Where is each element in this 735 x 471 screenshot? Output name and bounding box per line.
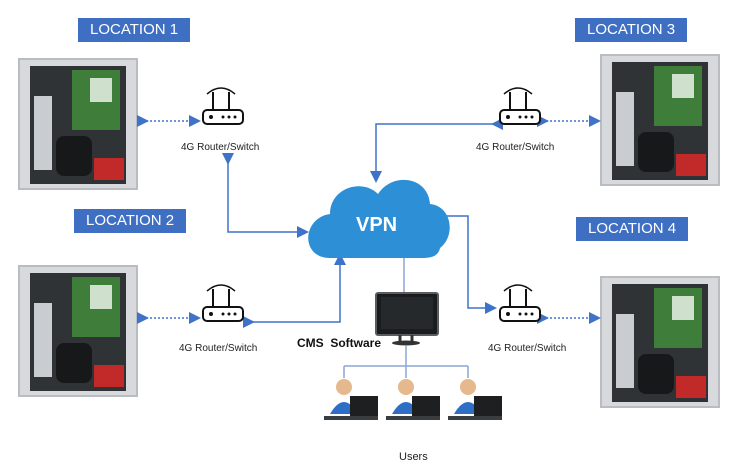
users-connection-tree — [343, 345, 469, 378]
users-label: Users — [399, 451, 428, 463]
router-icon-3 — [499, 87, 541, 125]
control-panel-location-2 — [18, 265, 138, 397]
cms-software-label: CMS Software — [297, 336, 382, 350]
vpn-label: VPN — [356, 214, 398, 236]
control-panel-location-1 — [18, 58, 138, 190]
link-router-4-vpn — [435, 210, 497, 314]
user-workstation-icon-1 — [324, 379, 378, 420]
link-router-1-vpn — [222, 153, 309, 238]
router-icon-4 — [499, 284, 541, 322]
link-router-3-vpn — [370, 118, 503, 183]
router-icon-1 — [202, 87, 244, 125]
location-3-label: LOCATION 3 — [575, 18, 688, 42]
location-2-label: LOCATION 2 — [74, 209, 187, 233]
router-2-label: 4G Router/Switch — [179, 343, 258, 354]
location-4-label: LOCATION 4 — [576, 217, 689, 241]
location-1-label: LOCATION 1 — [78, 18, 191, 42]
vpn-cloud-icon — [308, 179, 450, 258]
user-workstation-icon-3 — [448, 379, 502, 420]
router-1-label: 4G Router/Switch — [181, 142, 260, 153]
router-3-label: 4G Router/Switch — [476, 142, 555, 153]
router-4-label: 4G Router/Switch — [488, 343, 567, 354]
router-icon-2 — [202, 284, 244, 322]
monitor-icon — [375, 292, 439, 346]
user-workstation-icon-2 — [386, 379, 440, 420]
control-panel-location-4 — [600, 276, 720, 408]
control-panel-location-3 — [600, 54, 720, 186]
link-router-2-vpn — [243, 253, 346, 328]
